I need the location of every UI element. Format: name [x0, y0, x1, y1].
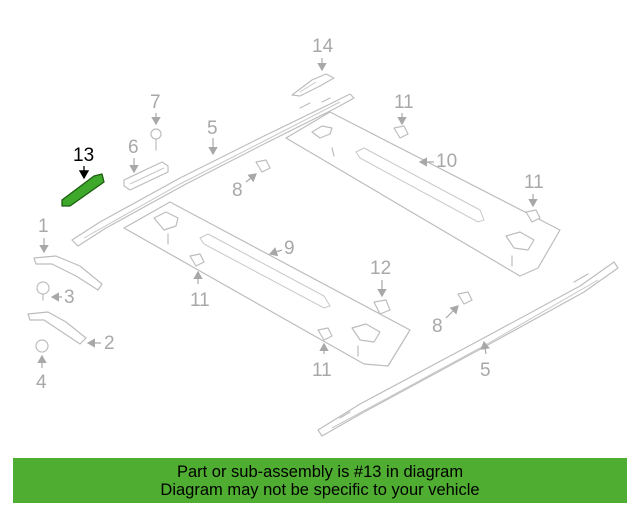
- callout-2: 2: [86, 333, 115, 354]
- part-2-bracket: [27, 311, 87, 345]
- part-10-panel: [285, 111, 561, 277]
- callout-12-label: 12: [370, 258, 391, 279]
- callout-4: 4: [36, 354, 47, 393]
- part-5-rail-bottom: [317, 261, 619, 437]
- callout-5-bottom: 5: [480, 340, 491, 381]
- callout-5-top-label: 5: [207, 118, 218, 139]
- callout-2-label: 2: [104, 333, 115, 354]
- part-11-clip-c: [189, 253, 205, 267]
- banner-line-1: Part or sub-assembly is #13 in diagram: [176, 462, 464, 481]
- callout-12: 12: [370, 258, 391, 298]
- callout-8-left-label: 8: [232, 180, 243, 201]
- callout-8-left: 8: [232, 173, 257, 201]
- part-11-clip-d: [317, 327, 333, 341]
- part-13-trim-highlighted: [61, 173, 105, 207]
- callout-6-label: 6: [128, 137, 139, 158]
- callout-11-d: 11: [312, 342, 332, 381]
- callout-11-a: 11: [394, 92, 414, 126]
- part-4-nut: [35, 339, 49, 353]
- part-9-panel: [123, 201, 411, 367]
- callout-11-d-label: 11: [312, 360, 332, 381]
- callout-11-c: 11: [190, 270, 210, 311]
- callout-11-a-label: 11: [394, 92, 414, 113]
- part-1-trim: [33, 255, 103, 291]
- callout-3: 3: [50, 287, 75, 308]
- callout-9-label: 9: [284, 238, 295, 259]
- info-banner: Part or sub-assembly is #13 in diagram D…: [13, 458, 627, 503]
- part-8-clip-left: [255, 159, 271, 173]
- part-12-fastener: [373, 299, 391, 315]
- callout-11-c-label: 11: [190, 290, 210, 311]
- callout-11-b-label: 11: [524, 172, 544, 193]
- callout-11-b: 11: [524, 172, 544, 208]
- part-5-rail-left: [71, 93, 355, 247]
- part-7-screw: [150, 128, 162, 151]
- callout-8-right: 8: [432, 305, 459, 337]
- callout-8-right-label: 8: [432, 316, 443, 337]
- callout-7: 7: [150, 92, 161, 126]
- callout-10: 10: [418, 151, 457, 172]
- part-6-bracket: [123, 161, 169, 191]
- callout-13: 13: [73, 145, 94, 180]
- callout-6: 6: [128, 137, 139, 174]
- part-8-clip-right: [457, 291, 473, 305]
- banner-line-2: Diagram may not be specific to your vehi…: [160, 480, 480, 499]
- callout-1-label: 1: [38, 216, 49, 237]
- part-3-fastener: [36, 281, 50, 301]
- callout-14-label: 14: [312, 36, 334, 57]
- callout-9: 9: [268, 238, 295, 259]
- callout-5-bottom-label: 5: [480, 360, 491, 381]
- callout-4-label: 4: [36, 372, 47, 393]
- parts-diagram: 14 5 6 7 13: [27, 36, 619, 437]
- callout-5-top: 5: [207, 118, 218, 156]
- callout-1: 1: [38, 216, 49, 254]
- part-11-clip-b: [525, 209, 541, 223]
- callout-13-label: 13: [73, 145, 94, 166]
- callout-7-label: 7: [150, 92, 161, 113]
- callout-3-label: 3: [64, 287, 75, 308]
- part-11-clip-a: [393, 125, 409, 139]
- callout-10-label: 10: [436, 151, 457, 172]
- part-14-trim: [291, 73, 335, 97]
- callout-14: 14: [312, 36, 334, 72]
